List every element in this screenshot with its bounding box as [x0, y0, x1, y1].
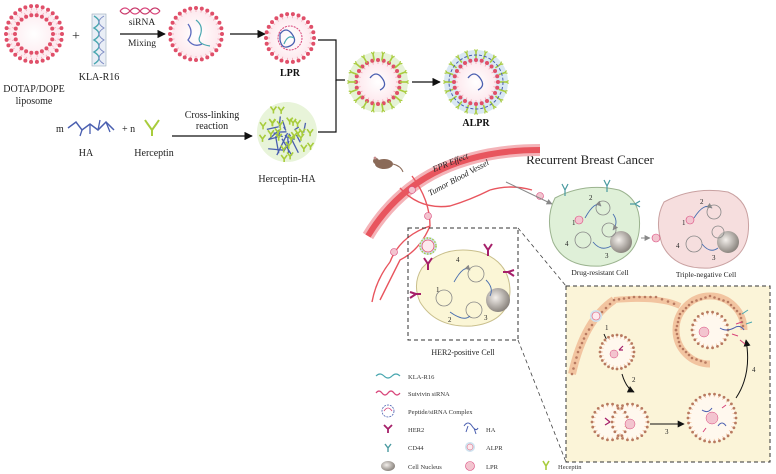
legend-kla-icon: [375, 373, 401, 379]
legend-her2: HER2: [408, 427, 424, 434]
her2-cell-label: HER2-positive Cell: [431, 348, 495, 357]
tn-step-4: 4: [676, 242, 680, 250]
ha-prefix: m: [56, 124, 64, 135]
herceptin-label: Herceptin: [134, 148, 173, 159]
her2-step-4: 4: [456, 256, 460, 264]
dr-step-4: 4: [565, 240, 569, 248]
her2-step-3: 3: [484, 314, 488, 322]
triple-negative-label: Triple-negative Cell: [676, 270, 736, 279]
legend-ha-icon: [463, 422, 479, 435]
hha-connector: [318, 80, 337, 133]
legend: KLA-R16 Suivivin siRNA Peptide/siRNA Com…: [375, 373, 582, 471]
dr-step-2: 2: [589, 194, 593, 202]
vessel-branches: [371, 175, 533, 303]
legend-cd44: CD44: [408, 445, 424, 452]
arrow-to-tumor: [505, 181, 553, 205]
legend-alpr: ALPR: [486, 445, 503, 452]
alpr-label: ALPR: [462, 118, 490, 129]
herceptin-ha-label: Herceptin-HA: [258, 174, 316, 185]
legend-sirna: Suivivin siRNA: [408, 391, 450, 398]
legend-alpr-icon: [465, 442, 475, 452]
inset-step-3: 3: [665, 428, 669, 436]
legend-cd44-icon: [384, 443, 392, 452]
ha-label: HA: [79, 148, 94, 159]
tn-step-2: 2: [700, 198, 704, 206]
lpr-connector: [318, 39, 345, 81]
alpr-intermediate-icon: [347, 51, 409, 113]
legend-lpr: LPR: [486, 464, 499, 471]
dr-step-1: 1: [572, 219, 576, 227]
ha-icon: [67, 119, 115, 137]
inset-fusion: [590, 402, 650, 442]
dr-step-3: 3: [605, 252, 609, 260]
inset-arrow-4: [735, 339, 751, 399]
inset-escape-endosome: [672, 292, 753, 368]
legend-nucleus-icon: [381, 461, 395, 471]
herceptin-ha-network-icon: [257, 102, 317, 162]
recurrent-title: Recurrent Breast Cancer: [526, 152, 654, 167]
alpr-icon: [443, 49, 509, 115]
crosslink-line1: Cross-linking: [185, 110, 239, 121]
liposome-label-line1: DOTAP/DOPE: [3, 84, 64, 95]
plus-sign: +: [72, 29, 80, 44]
her2-positive-cell: 1 2 3 4: [409, 243, 515, 327]
tn-step-3: 3: [712, 254, 716, 262]
her2-dashed-frame: [407, 227, 519, 341]
plus-n: + n: [122, 124, 135, 135]
legend-complex: Peptide/siRNA Complex: [408, 409, 473, 416]
drug-resistant-label: Drug-resistant Cell: [571, 268, 628, 277]
sirna-icon: [119, 7, 161, 15]
her2-step-2: 2: [448, 316, 452, 324]
kla-r16-icon: [91, 13, 107, 67]
legend-heceptin-icon: [542, 460, 550, 470]
inset-step-2: 2: [632, 376, 636, 384]
lpr-label: LPR: [280, 68, 301, 79]
zoom-line-bottom: [517, 339, 567, 463]
inset-arrow-2: [621, 373, 635, 393]
crosslink-line2: reaction: [196, 121, 228, 132]
blood-vessel: [365, 147, 541, 238]
mixing-label: Mixing: [128, 39, 156, 49]
extravasating-particles: [390, 186, 544, 256]
her2-receptors: [409, 243, 515, 299]
inset-membrane-top: [613, 295, 682, 309]
her2-step-1: 1: [436, 286, 440, 294]
legend-sirna-icon: [375, 390, 401, 396]
inset-step-4: 4: [752, 366, 756, 374]
legend-ha: HA: [486, 427, 496, 434]
legend-heceptin: Heceptin: [558, 464, 582, 471]
zoom-line-top: [517, 227, 567, 287]
legend-lpr-icon: [465, 461, 475, 471]
liposome-mixing-icon: [168, 6, 224, 62]
sirna-label: siRNA: [129, 18, 156, 28]
legend-complex-icon: [381, 404, 395, 418]
drug-resistant-cell: 1 2 3 4: [549, 179, 641, 267]
liposome-icon: [4, 4, 64, 64]
legend-nucleus: Cell Nucleus: [408, 464, 442, 471]
legend-kla: KLA-R16: [408, 374, 435, 381]
lpr-icon: [264, 12, 316, 64]
alpr-approaching-icon: [419, 237, 437, 255]
inset-late-endosome: [686, 392, 738, 444]
inset-step-1: 1: [605, 324, 609, 332]
kla-label: KLA-R16: [79, 72, 120, 83]
triple-negative-cell: 1 2 3 4: [658, 189, 750, 269]
tn-particle: [651, 233, 661, 243]
inset-endosome-1: [598, 333, 636, 371]
herceptin-icon: [144, 119, 160, 136]
tn-step-1: 1: [682, 219, 686, 227]
legend-her2-icon: [383, 424, 393, 433]
inset-particle-entering: [590, 310, 602, 322]
mouse-icon: [373, 156, 404, 173]
liposome-label-line2: liposome: [16, 96, 53, 107]
